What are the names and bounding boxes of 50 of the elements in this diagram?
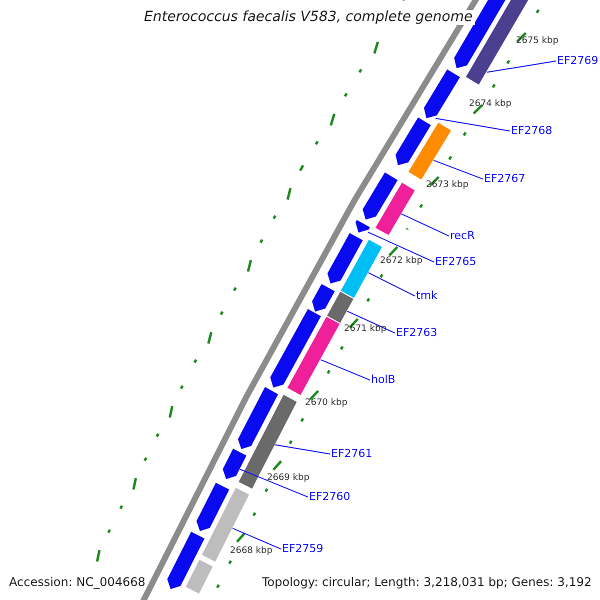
gene-segment bbox=[326, 232, 364, 285]
gene-segment bbox=[362, 171, 400, 221]
gene-label: holB bbox=[371, 374, 396, 386]
gene-label: EF2769 bbox=[557, 55, 598, 68]
gene-segment bbox=[269, 308, 322, 389]
gene-label: tmk bbox=[416, 290, 438, 302]
position-label: 2671 kbp bbox=[344, 325, 386, 335]
position-label: 2673 kbp bbox=[426, 181, 468, 191]
leader-line bbox=[232, 528, 282, 550]
title: Enterococcus faecalis V583, complete genome bbox=[142, 10, 475, 26]
gene-label: EF2759 bbox=[282, 543, 324, 556]
leader-line bbox=[320, 359, 370, 381]
gene-segment bbox=[422, 68, 462, 120]
gene-segment bbox=[195, 481, 231, 532]
leader-line bbox=[433, 160, 484, 180]
gene-label: recR bbox=[450, 230, 475, 242]
position-label: 2672 kbp bbox=[380, 257, 422, 267]
gene-segment bbox=[184, 558, 214, 595]
gene-segment bbox=[222, 447, 248, 480]
gene-segment bbox=[374, 181, 416, 236]
leader-line bbox=[274, 444, 330, 455]
gene-segment bbox=[286, 315, 341, 396]
gene-segment bbox=[166, 530, 206, 590]
leader-line bbox=[486, 60, 556, 73]
position-label: 2675 kbp bbox=[516, 37, 558, 47]
leader-line bbox=[367, 232, 434, 263]
position-label: 2674 kbp bbox=[469, 100, 512, 110]
gene-label: EF2765 bbox=[435, 256, 476, 268]
gene-label: EF2761 bbox=[331, 448, 372, 460]
leader-line bbox=[346, 310, 396, 334]
position-label: 2670 kbp bbox=[305, 399, 348, 409]
position-label: 2668 kbp bbox=[230, 547, 272, 557]
gene-label: EF2767 bbox=[484, 173, 526, 186]
leader-line bbox=[240, 468, 308, 498]
gene-label: EF2768 bbox=[511, 125, 552, 138]
gene-segment bbox=[407, 121, 452, 181]
accession-text: Accession: NC_004668 bbox=[9, 576, 146, 590]
gene-segment bbox=[236, 386, 280, 450]
gene-label: EF2760 bbox=[309, 491, 350, 504]
gene-segment bbox=[394, 116, 432, 166]
genome-info-text: Topology: circular; Length: 3,218,031 bp; Genes: 3,192 bbox=[262, 576, 592, 590]
gene-segment bbox=[354, 218, 372, 234]
position-label: 2669 kbp bbox=[267, 474, 310, 484]
gene-segment bbox=[326, 290, 355, 324]
leader-line bbox=[400, 213, 450, 237]
gene-segment bbox=[310, 282, 336, 313]
leader-line bbox=[435, 118, 510, 132]
leader-line bbox=[368, 272, 416, 297]
gene-segment bbox=[200, 486, 250, 563]
gene-label: EF2763 bbox=[396, 327, 438, 340]
